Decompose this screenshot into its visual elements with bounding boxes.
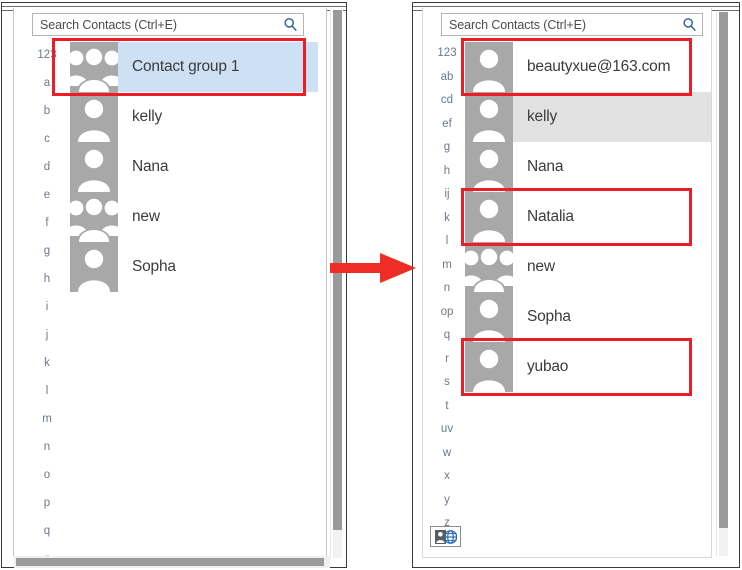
- index-letter-e[interactable]: e: [43, 189, 51, 202]
- index-letter-w[interactable]: w: [442, 446, 452, 459]
- index-letter-j[interactable]: j: [45, 329, 49, 342]
- search-contacts-box-right[interactable]: Search Contacts (Ctrl+E): [441, 13, 703, 36]
- person-avatar-icon: [70, 242, 118, 292]
- index-letter-n[interactable]: n: [43, 441, 51, 454]
- contact-name: Nana: [132, 158, 169, 175]
- index-letter-d[interactable]: d: [43, 161, 51, 174]
- contact-row[interactable]: Sopha: [465, 292, 711, 342]
- horizontal-scrollbar-left[interactable]: [14, 556, 330, 568]
- group-avatar-icon: [70, 42, 118, 92]
- contact-row[interactable]: Natalia: [465, 192, 711, 242]
- scrollbar-thumb[interactable]: [16, 558, 324, 566]
- contact-row[interactable]: beautyxue@163.com: [465, 42, 711, 92]
- index-letter-g[interactable]: g: [43, 245, 51, 258]
- index-letter-h[interactable]: h: [443, 164, 451, 177]
- index-letter-m[interactable]: m: [42, 413, 52, 426]
- contact-name: kelly: [527, 108, 558, 125]
- group-avatar-icon: [70, 192, 118, 242]
- index-letter-ij[interactable]: ij: [444, 188, 450, 200]
- index-letter-o[interactable]: o: [43, 469, 51, 482]
- contact-name: kelly: [132, 108, 163, 125]
- index-letter-k[interactable]: k: [44, 357, 50, 370]
- index-letter-ef[interactable]: ef: [442, 117, 452, 130]
- person-avatar-icon: [465, 142, 513, 192]
- contact-row[interactable]: Contact group 1: [70, 42, 318, 92]
- contact-row[interactable]: yubao: [465, 342, 711, 392]
- index-letter-ab[interactable]: ab: [440, 70, 454, 83]
- index-letter-r[interactable]: r: [445, 352, 449, 365]
- person-avatar-icon: [465, 192, 513, 242]
- index-letter-l[interactable]: l: [45, 385, 49, 398]
- index-letter-i[interactable]: i: [45, 301, 49, 314]
- contact-row[interactable]: new: [465, 242, 711, 292]
- contact-name: Nana: [527, 158, 564, 175]
- contacts-panel-left: Search Contacts (Ctrl+E) 123 a b c d e f g h i j k l…: [13, 8, 327, 556]
- contact-name: Sopha: [132, 258, 176, 275]
- contact-name: yubao: [527, 358, 569, 375]
- index-letter-k[interactable]: k: [444, 211, 450, 224]
- index-letter-op[interactable]: op: [440, 305, 454, 318]
- index-letter-f[interactable]: f: [45, 217, 49, 230]
- index-letter-a[interactable]: a: [43, 77, 51, 90]
- contact-row[interactable]: Sopha: [70, 242, 318, 292]
- index-letter-l[interactable]: l: [445, 235, 449, 247]
- contact-row[interactable]: Nana: [70, 142, 318, 192]
- person-avatar-icon: [465, 92, 513, 142]
- person-avatar-icon: [70, 142, 118, 192]
- search-contacts-box-left[interactable]: Search Contacts (Ctrl+E): [32, 13, 304, 36]
- contact-row[interactable]: Nana: [465, 142, 711, 192]
- person-avatar-icon: [465, 342, 513, 392]
- person-avatar-icon: [70, 92, 118, 142]
- scrollbar-thumb[interactable]: [719, 12, 728, 528]
- search-input-left[interactable]: Search Contacts (Ctrl+E): [40, 17, 177, 32]
- contact-row[interactable]: new: [70, 192, 318, 242]
- search-icon[interactable]: [676, 14, 702, 35]
- index-letter-q[interactable]: q: [43, 525, 51, 538]
- index-letter-c[interactable]: c: [44, 133, 50, 146]
- index-letter-n[interactable]: n: [443, 282, 451, 294]
- index-letter-q[interactable]: q: [443, 329, 451, 341]
- index-letter-h[interactable]: h: [43, 273, 51, 286]
- search-input-right[interactable]: Search Contacts (Ctrl+E): [449, 17, 586, 32]
- index-letter-g[interactable]: g: [443, 141, 451, 153]
- index-letter-b[interactable]: b: [43, 105, 51, 118]
- contact-name: Natalia: [527, 208, 574, 225]
- index-letter-m[interactable]: m: [442, 258, 452, 271]
- index-letter-uv[interactable]: uv: [440, 423, 454, 435]
- contact-name: beautyxue@163.com: [527, 58, 671, 75]
- contact-name: new: [527, 258, 555, 275]
- index-letter-123[interactable]: 123: [37, 49, 57, 62]
- red-arrow-icon: [330, 253, 416, 283]
- index-letter-p[interactable]: p: [43, 497, 51, 510]
- index-letter-cd[interactable]: cd: [440, 94, 454, 106]
- contact-row[interactable]: kelly: [465, 92, 711, 142]
- contact-row[interactable]: kelly: [70, 92, 318, 142]
- search-icon[interactable]: [277, 14, 303, 35]
- index-letter-123[interactable]: 123: [437, 47, 457, 59]
- index-letter-y[interactable]: y: [444, 493, 450, 506]
- contact-name: Contact group 1: [132, 58, 240, 75]
- address-book-globe-icon[interactable]: [430, 526, 461, 547]
- contact-name: new: [132, 208, 160, 225]
- person-avatar-icon: [465, 42, 513, 92]
- index-letter-s[interactable]: s: [444, 376, 450, 388]
- index-letter-z[interactable]: z: [444, 517, 450, 529]
- index-letter-r[interactable]: r: [45, 546, 49, 557]
- contact-name: Sopha: [527, 308, 571, 325]
- vertical-scrollbar-right[interactable]: [716, 12, 729, 556]
- index-letter-t[interactable]: t: [445, 399, 449, 412]
- group-avatar-icon: [465, 242, 513, 292]
- person-avatar-icon: [465, 292, 513, 342]
- index-letter-x[interactable]: x: [444, 470, 450, 482]
